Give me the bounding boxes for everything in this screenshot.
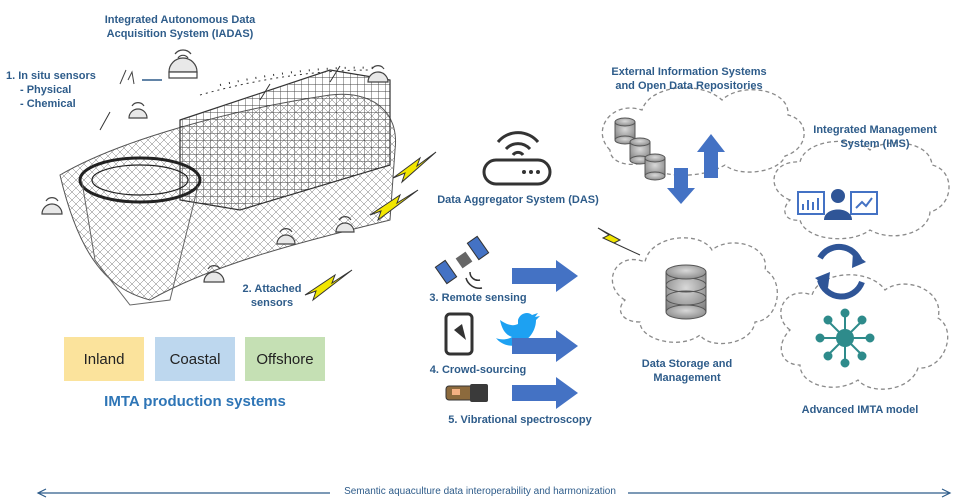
router-icon <box>482 131 552 186</box>
data-storage-label: Data Storage and Management <box>612 358 762 386</box>
iadas-title-line1: Integrated Autonomous Data <box>104 14 256 26</box>
in-situ-title: 1. In situ sensors <box>6 70 96 82</box>
source-label-crowd-sourcing: 4. Crowd-sourcing <box>429 364 527 376</box>
aquaculture-farm-illustration <box>59 65 397 306</box>
attached-line2: sensors <box>250 296 294 309</box>
iadas-title: Integrated Autonomous Data Acquisition S… <box>60 14 300 42</box>
storage-line2: Management <box>653 371 721 384</box>
download-arrow-icon <box>667 168 695 204</box>
iadas-title-line2: Acquisition System (IADAS) <box>106 27 254 40</box>
attached-line1: 2. Attached <box>242 283 302 295</box>
ims-line2: System (IMS) <box>840 137 910 150</box>
lightning-icons <box>304 151 641 302</box>
footer-label: Semantic aquaculture data interoperabili… <box>344 486 616 497</box>
imta-model-label: Advanced IMTA model <box>801 404 919 416</box>
external-line2: and Open Data Repositories <box>615 79 763 92</box>
production-systems-title: IMTA production systems <box>104 393 286 410</box>
network-model-icon <box>815 308 875 368</box>
satellite-icon <box>434 235 490 289</box>
external-line1: External Information Systems <box>611 66 767 78</box>
production-box-inland: Inland <box>64 337 144 381</box>
storage-line1: Data Storage and <box>641 358 733 370</box>
upload-arrow-icon <box>697 134 725 178</box>
ims-label: Integrated Management System (IMS) <box>790 124 960 152</box>
dashboard-user-icon <box>797 189 878 220</box>
external-systems-label: External Information Systems and Open Da… <box>574 66 804 94</box>
database-stack-icons <box>614 117 666 181</box>
twitter-icon <box>496 312 540 346</box>
in-situ-sensors-label: 1. In situ sensors - Physical - Chemical <box>6 70 96 111</box>
das-label: Data Aggregator System (DAS) <box>437 194 599 206</box>
source-label-vibrational-spectroscopy: 5. Vibrational spectroscopy <box>448 414 592 426</box>
production-box-coastal: Coastal <box>155 337 235 381</box>
attached-sensors-label: 2. Attached sensors <box>232 283 312 311</box>
ims-line1: Integrated Management <box>813 124 937 136</box>
spectrometer-icon <box>445 384 488 402</box>
in-situ-item-physical: - Physical <box>20 83 72 96</box>
source-label-remote-sensing: 3. Remote sensing <box>429 292 527 304</box>
smartphone-icon <box>444 312 474 356</box>
sensor-buoy-icons <box>41 49 389 283</box>
imta-model-cloud <box>780 274 949 390</box>
sync-arrow-head-left <box>815 272 830 288</box>
sync-arrow-head-right <box>852 252 866 268</box>
source-arrow-icons <box>512 260 578 409</box>
production-box-offshore: Offshore <box>245 337 325 381</box>
ims-cloud <box>773 140 950 240</box>
footer-arrow <box>36 488 952 498</box>
in-situ-item-chemical: - Chemical <box>20 97 76 110</box>
thermometer-icon <box>119 69 135 85</box>
database-icon <box>665 264 707 320</box>
